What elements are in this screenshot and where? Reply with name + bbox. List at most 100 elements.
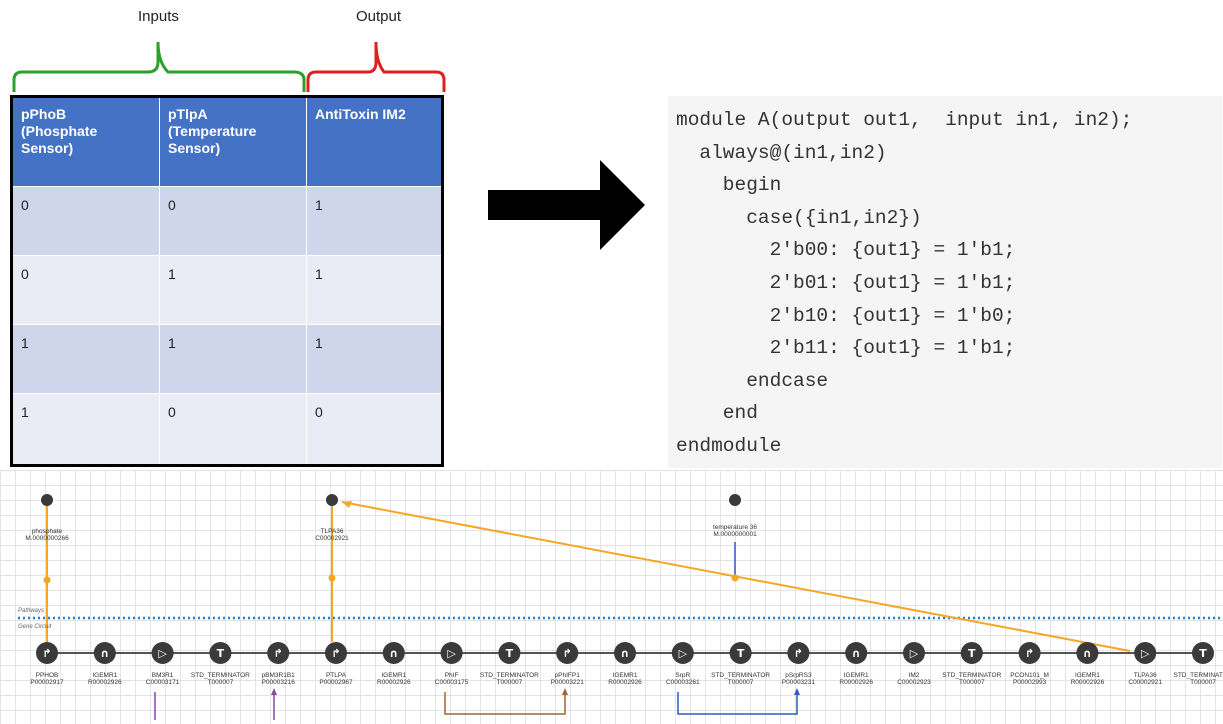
code-line: begin <box>676 174 782 197</box>
part-name-label: BM3R1 <box>152 672 174 679</box>
part-id-label: P00002967 <box>319 679 353 686</box>
part-name-label: IGEMR1 <box>844 672 869 679</box>
cds-icon-glyph: ▷ <box>447 647 456 660</box>
promoter-icon-glyph: ↱ <box>1025 647 1034 660</box>
part-id-label: C00002923 <box>897 679 931 686</box>
table-cell: 1 <box>306 324 443 395</box>
rbs-icon <box>382 642 405 664</box>
molecule-name-label: temperature 36 <box>713 524 757 531</box>
code-line: module A(output out1, input in1, in2); <box>676 109 1133 131</box>
promoter-icon-glyph: ↱ <box>42 647 51 660</box>
terminator-icon <box>1192 642 1214 664</box>
rbs-icon <box>614 642 636 664</box>
table-cell: 1 <box>306 185 443 257</box>
part-name-label: SrpR <box>675 672 690 679</box>
pathways-lane-label: Pathways <box>18 608 44 614</box>
promoter-icon-glyph: ↱ <box>794 647 803 660</box>
arrowhead-icon <box>271 688 277 695</box>
output-bracket <box>306 41 446 92</box>
part-name-label: STD_TERMINATOR <box>480 672 539 679</box>
part-name-label: pSrpRS3 <box>785 672 812 679</box>
terminator-icon <box>729 642 752 664</box>
cds-icon-glyph: ▷ <box>910 647 919 660</box>
part-id-label: R00002926 <box>88 679 122 686</box>
promoter-icon <box>787 642 810 664</box>
code-line: 2'b01: {out1} = 1'b1; <box>676 271 1016 294</box>
table-cell: 0 <box>159 185 307 257</box>
tlpa-link-dot <box>328 574 336 582</box>
part-name-label: IGEMR1 <box>613 672 638 679</box>
code-line: 2'b10: {out1} = 1'b0; <box>676 304 1016 327</box>
table-row: 0 0 1 <box>11 185 443 257</box>
rbs-icon-glyph: ∩ <box>100 647 109 660</box>
rbs-icon-glyph: ∩ <box>852 647 861 660</box>
terminator-icon-glyph: T <box>737 647 745 660</box>
feedback-link-dot <box>731 574 739 582</box>
terminator-icon <box>498 642 521 664</box>
rbs-icon <box>845 642 868 664</box>
part-id-label: R00002926 <box>377 679 411 686</box>
terminator-icon-glyph: T <box>968 647 976 660</box>
inputs-bracket <box>12 41 306 92</box>
rbs-icon <box>93 642 116 664</box>
promoter-icon-glyph: ↱ <box>274 647 283 660</box>
inputs-label: Inputs <box>138 8 179 25</box>
table-cell: 0 <box>11 255 160 326</box>
terminator-icon-glyph: T <box>506 647 514 660</box>
table-row: 1 0 0 <box>11 393 443 466</box>
part-name-label: TLPA36 <box>1134 672 1157 679</box>
truth-table: pPhoB (Phosphate Sensor) pTlpA (Temperat… <box>10 95 444 467</box>
molecule-name-label: phosphate <box>32 528 63 535</box>
rbs-icon-glyph: ∩ <box>621 647 630 660</box>
cds-icon-glyph: ▷ <box>158 647 167 660</box>
part-id-label: P00003221 <box>551 679 585 686</box>
part-id-label: C00003171 <box>146 679 180 686</box>
srpr-repression-link <box>677 692 798 715</box>
part-id-label: R00002926 <box>1071 679 1105 686</box>
brackets-and-arrow <box>12 41 645 250</box>
part-id-label: C00002921 <box>1128 679 1162 686</box>
code-line: endcase <box>676 369 829 392</box>
terminator-icon-glyph: T <box>1199 647 1207 660</box>
molecule-id-label: C00002921 <box>315 535 349 542</box>
part-name-label: STD_TERMINATOR <box>1174 672 1223 679</box>
part-id-label: T000007 <box>959 679 985 686</box>
cds-icon-glyph: ▷ <box>679 647 688 660</box>
header-cell-phob: pPhoB (Phosphate Sensor) <box>11 96 160 187</box>
promoter-icon-glyph: ↱ <box>331 647 340 660</box>
molecule-id-label: M.0000000001 <box>713 531 757 538</box>
part-id-label: P00003231 <box>782 679 816 686</box>
promoter-icon <box>556 642 579 664</box>
part-id-label: P00003216 <box>262 679 296 686</box>
arrowhead-icon <box>342 501 352 508</box>
table-cell: 1 <box>159 324 307 395</box>
part-name-label: PhIF <box>445 672 459 679</box>
part-name-label: IGEMR1 <box>381 672 406 679</box>
rbs-icon-glyph: ∩ <box>389 647 398 660</box>
code-line: endmodule <box>676 434 782 457</box>
part-name-label: IM2 <box>909 672 920 679</box>
part-id-label: T000007 <box>728 679 754 686</box>
